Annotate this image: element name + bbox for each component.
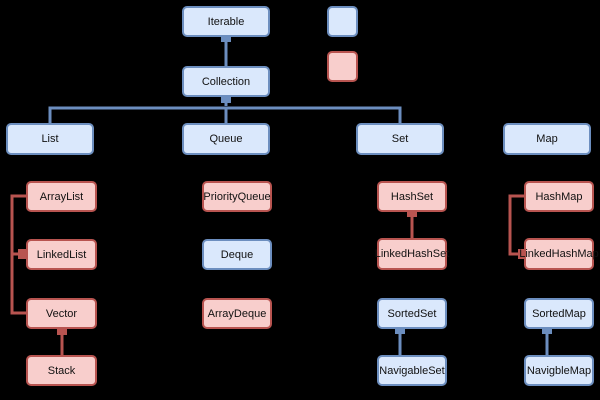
arrowhead-collection [221, 97, 231, 103]
node-arraylist: ArrayList [26, 181, 97, 212]
arrowhead-hashset [407, 211, 417, 217]
node-map: Map [503, 123, 591, 155]
legend-class-swatch [327, 51, 358, 82]
node-sortedset: SortedSet [377, 298, 447, 329]
node-queue: Queue [182, 123, 270, 155]
edge-map-classes-bracket [508, 194, 524, 256]
arrowhead-linkedhashmap [518, 249, 526, 259]
node-arraydeque: ArrayDeque [202, 298, 272, 329]
node-linkedhashset: LinkedHashSet [375, 238, 449, 270]
node-linkedhashmap: LinkedHashMap [519, 238, 599, 270]
arrowhead-iterable [221, 36, 231, 42]
arrowhead-vector [57, 329, 67, 335]
node-list: List [6, 123, 94, 155]
node-navigablemap: NavigbleMap [524, 355, 594, 386]
node-collection: Collection [182, 66, 270, 97]
arrowhead-linkedlist [18, 249, 26, 259]
edge-collection-bus [48, 106, 402, 123]
node-linkedlist: LinkedList [26, 239, 97, 270]
node-navigableset: NavigableSet [377, 355, 447, 386]
arrowhead-sortedmap [542, 328, 552, 334]
legend-interface-swatch [327, 6, 358, 37]
node-sortedmap: SortedMap [524, 298, 594, 329]
node-priorityqueue: PriorityQueue [202, 181, 272, 212]
node-vector: Vector [26, 298, 97, 329]
node-hashset: HashSet [377, 181, 447, 212]
node-deque: Deque [202, 239, 272, 270]
node-iterable: Iterable [182, 6, 270, 37]
node-set: Set [356, 123, 444, 155]
node-stack: Stack [26, 355, 97, 386]
arrowhead-sortedset [395, 328, 405, 334]
node-hashmap: HashMap [524, 181, 594, 212]
